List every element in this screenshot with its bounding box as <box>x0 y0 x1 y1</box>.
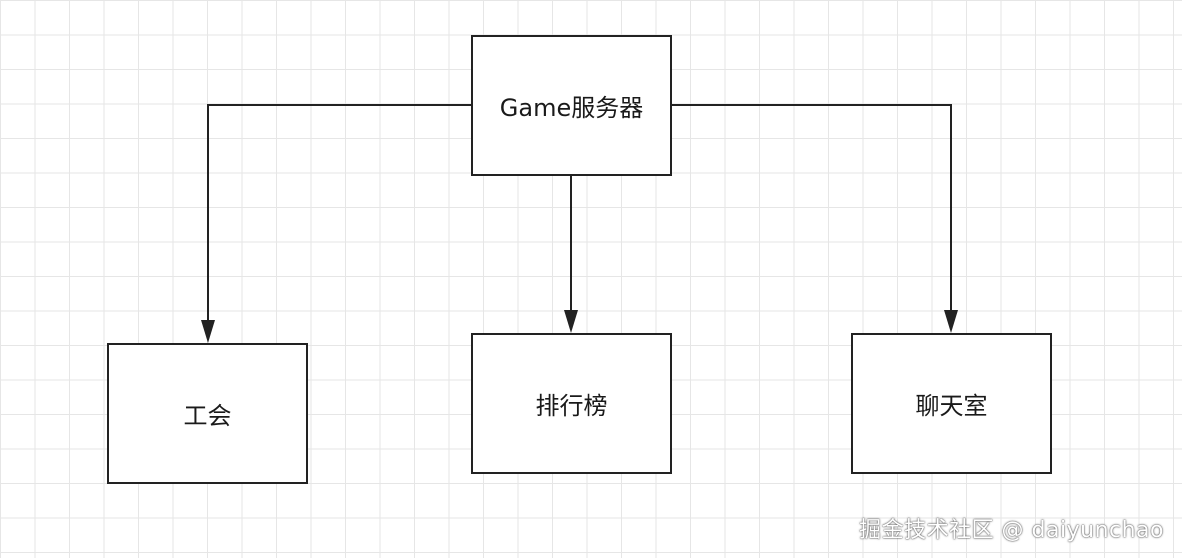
watermark-text: 掘金技术社区 @ daiyunchao <box>859 518 1164 543</box>
arrowhead-chatroom <box>944 310 958 333</box>
node-chatroom-label: 聊天室 <box>915 392 988 420</box>
connector-root-to-chatroom <box>672 104 952 328</box>
node-leaderboard[interactable]: 排行榜 <box>471 333 672 474</box>
node-game-server-label: Game服务器 <box>499 94 644 122</box>
node-chatroom[interactable]: 聊天室 <box>851 333 1052 474</box>
connector-root-to-guild <box>207 104 471 338</box>
arrowhead-leaderboard <box>564 310 578 333</box>
node-guild[interactable]: 工会 <box>107 343 308 484</box>
arrowhead-guild <box>201 320 215 343</box>
node-guild-label: 工会 <box>183 402 232 430</box>
node-leaderboard-label: 排行榜 <box>535 392 608 420</box>
node-game-server[interactable]: Game服务器 <box>471 35 672 176</box>
